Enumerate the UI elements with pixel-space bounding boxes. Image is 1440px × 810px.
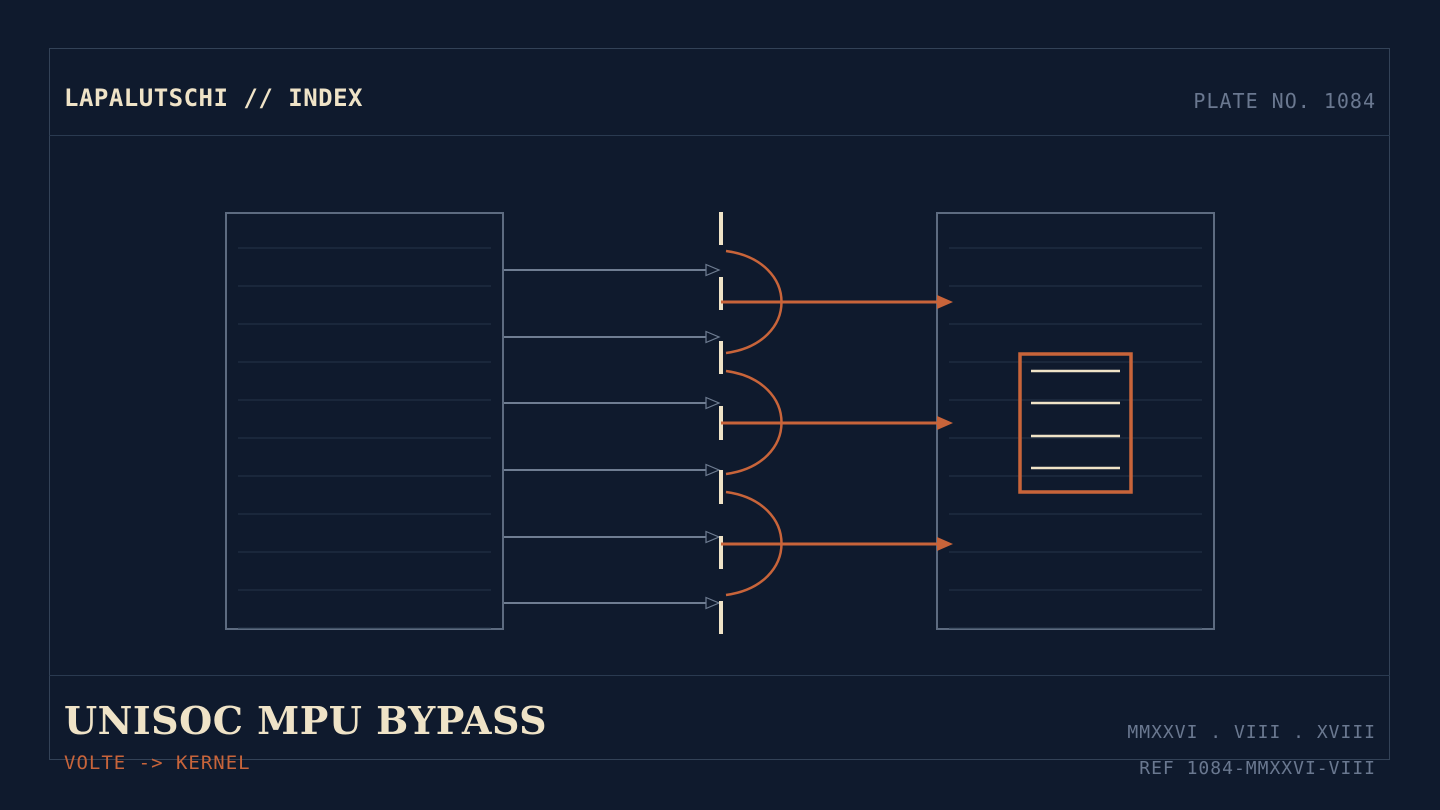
plate-title: UNISOC MPU BYPASS (64, 698, 548, 743)
header-title: LAPALUTSCHI // INDEX (64, 84, 363, 112)
plate-reference: REF 1084-MMXXVI-VIII (1139, 758, 1376, 779)
plate-date: MMXXVI . VIII . XVIII (1127, 722, 1376, 743)
header-divider (49, 135, 1390, 136)
input-arrows (504, 263, 721, 610)
input-arrowhead (705, 396, 721, 410)
plate-number: PLATE NO. 1084 (1193, 89, 1376, 113)
input-arrowhead (705, 530, 721, 544)
input-arrowhead (705, 463, 721, 477)
outer-frame (49, 48, 1390, 760)
source-panel (225, 212, 504, 630)
input-arrowhead (705, 596, 721, 610)
target-panel-border (936, 212, 1215, 630)
output-arrowhead (937, 416, 953, 430)
input-arrowhead (705, 330, 721, 344)
source-panel-rules (238, 247, 491, 629)
output-arrowhead (937, 537, 953, 551)
source-panel-border (225, 212, 504, 630)
target-panel (936, 212, 1215, 630)
output-arrowhead (937, 295, 953, 309)
plate-subtitle: VOLTE -> KERNEL (64, 752, 251, 774)
output-arrows (721, 295, 953, 551)
document-icon (1018, 352, 1133, 494)
footer-divider (49, 675, 1390, 676)
target-panel-rules (949, 247, 1202, 629)
input-arrowhead (705, 263, 721, 277)
